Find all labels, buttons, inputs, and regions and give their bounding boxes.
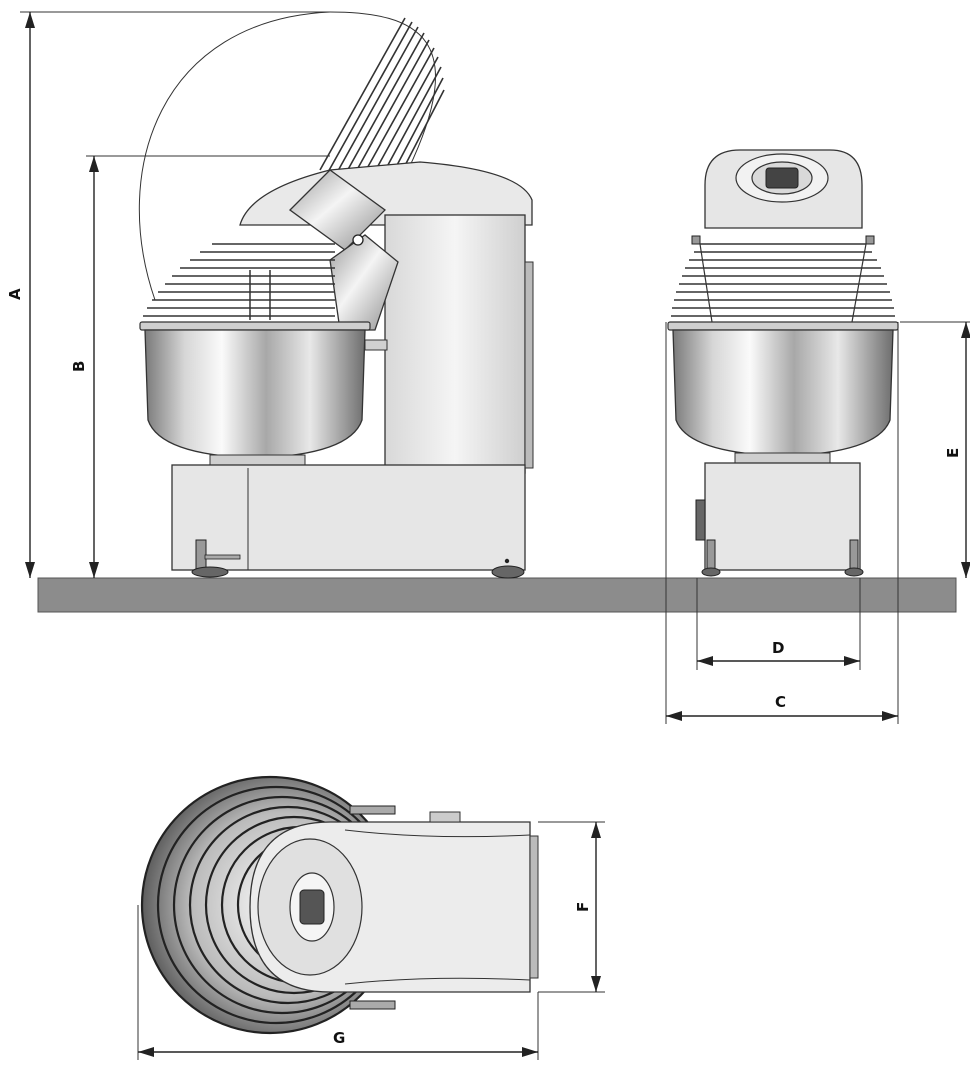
machine-base (171, 464, 526, 571)
rear-caster-wheel-icon (491, 565, 525, 579)
bowl-base (209, 454, 306, 466)
side-bowl (144, 329, 366, 459)
top-view (140, 775, 539, 1035)
dimension-B: B (70, 155, 330, 578)
dimension-F: F (538, 821, 605, 993)
pivot-icon (352, 234, 364, 246)
dimension-label-A: A (6, 288, 24, 300)
front-right-foot-icon (849, 539, 859, 571)
dimension-label-C: C (775, 693, 786, 711)
lid-swing-arc-left (138, 11, 331, 301)
dimension-G: G (137, 905, 539, 1060)
caster-wheel-icon (191, 566, 229, 578)
column-body (384, 214, 526, 474)
dimension-label-B: B (70, 361, 88, 372)
dimension-label-E: E (944, 448, 962, 458)
upper-arm-tube (289, 169, 386, 251)
front-guard-ribs (671, 243, 895, 317)
dimension-label-F: F (574, 902, 592, 912)
dimension-E: E (900, 321, 970, 578)
bowl-guard-ribs (143, 243, 335, 317)
front-bowl-rim (667, 321, 899, 331)
dimension-label-G: G (333, 1029, 345, 1047)
floor-slab (37, 577, 957, 613)
front-base (704, 462, 861, 571)
leveling-foot-icon (195, 539, 207, 571)
dimension-label-D: D (772, 639, 784, 657)
top-handle-lower-icon (349, 1000, 396, 1010)
front-bowl (672, 329, 894, 457)
bowl-rim (139, 321, 371, 331)
front-view (667, 149, 899, 577)
dimension-A: A (6, 11, 330, 578)
dimension-C: C (665, 322, 899, 724)
side-view (37, 11, 957, 613)
top-handle-upper-icon (349, 805, 396, 815)
column-side-panel (524, 261, 534, 469)
dimension-D: D (696, 578, 861, 670)
front-left-foot-icon (706, 539, 716, 571)
